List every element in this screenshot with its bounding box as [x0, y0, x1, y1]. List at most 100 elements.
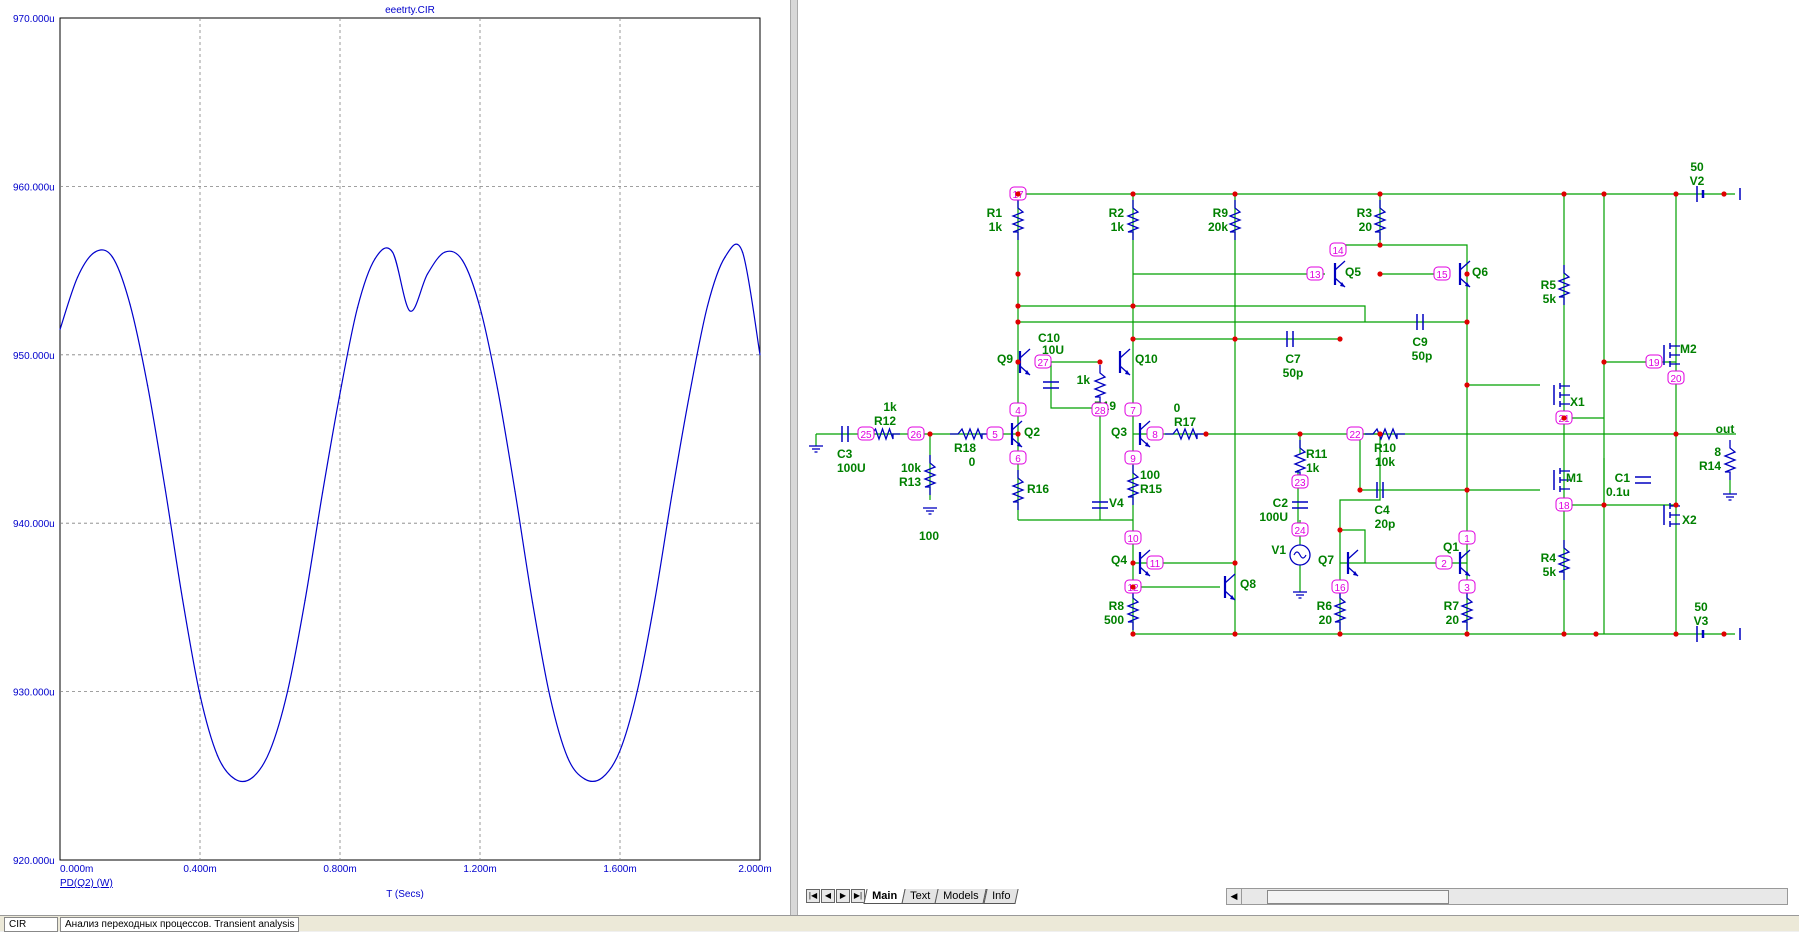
junction-dot — [1337, 631, 1343, 637]
junction-dot — [1337, 336, 1343, 342]
scroll-thumb[interactable] — [1267, 890, 1449, 904]
svg-text:11: 11 — [1150, 559, 1161, 570]
resistor-r17[interactable] — [1165, 427, 1205, 441]
junction-dot — [1561, 631, 1567, 637]
junction-dot — [1015, 431, 1021, 437]
transistor-q7[interactable] — [1346, 549, 1359, 577]
part-label-r18v: 0 — [969, 455, 976, 469]
resistor-r2[interactable] — [1126, 200, 1140, 240]
data-point — [356, 307, 359, 309]
schematic-parts — [809, 186, 1741, 642]
resistor-r14[interactable] — [1723, 440, 1737, 480]
scroll-left-icon[interactable]: ◀ — [1227, 889, 1242, 904]
resistor-r19[interactable] — [1093, 365, 1107, 405]
capacitor-c4[interactable] — [1376, 482, 1384, 498]
capacitor-c2[interactable] — [1292, 501, 1308, 509]
node-9: 9 — [1124, 450, 1142, 465]
junction-dot — [1337, 527, 1343, 533]
transistor-q3[interactable] — [1138, 420, 1151, 448]
junction-dot — [1377, 191, 1383, 197]
junction-dot — [1232, 560, 1238, 566]
junction-dot — [1673, 191, 1679, 197]
battery-v3[interactable] — [1696, 626, 1705, 642]
transistor-q5[interactable] — [1333, 260, 1346, 288]
resistor-r16[interactable] — [1011, 470, 1025, 510]
first-tab-button[interactable]: |◀ — [806, 889, 820, 903]
svg-text:3: 3 — [1464, 583, 1470, 594]
resistor-r9[interactable] — [1228, 200, 1242, 240]
part-label-v4: V4 — [1109, 496, 1124, 510]
part-label-c7: C7 — [1285, 352, 1301, 366]
junction-dot — [1297, 431, 1303, 437]
battery-v2[interactable] — [1696, 186, 1705, 202]
data-point — [706, 305, 709, 307]
mosfet-x1[interactable] — [1553, 383, 1570, 407]
tab-text-label: Text — [910, 889, 931, 902]
transistor-q8[interactable] — [1223, 573, 1236, 601]
node-7: 7 — [1124, 402, 1142, 417]
part-label-q1: Q1 — [1443, 540, 1459, 554]
node-11: 11 — [1146, 555, 1164, 570]
junction-dot — [1097, 359, 1103, 365]
resistor-r4[interactable] — [1557, 540, 1571, 580]
resistor-r11[interactable] — [1293, 440, 1307, 480]
y-tick-label: 960.000u — [13, 182, 55, 193]
prev-tab-button[interactable]: ◀ — [821, 889, 835, 903]
part-label-q7: Q7 — [1318, 553, 1334, 567]
mosfet-m1[interactable] — [1553, 468, 1570, 492]
transistor-q4[interactable] — [1138, 549, 1151, 577]
capacitor-v4[interactable] — [1092, 501, 1108, 509]
tab-info[interactable]: Info — [983, 888, 1019, 904]
resistor-r18[interactable] — [950, 427, 990, 441]
part-label-v2: V2 — [1690, 174, 1705, 188]
part-label-r7: R7 — [1444, 599, 1460, 613]
capacitor-c10[interactable] — [1043, 381, 1059, 389]
transistor-q9[interactable] — [1018, 348, 1031, 376]
horizontal-scrollbar[interactable]: ◀ — [1226, 888, 1788, 905]
resistor-r10[interactable] — [1365, 427, 1405, 441]
capacitor-c3[interactable] — [841, 426, 849, 442]
tab-models[interactable]: Models — [934, 888, 988, 904]
resistor-r8[interactable] — [1126, 590, 1140, 630]
junction-dot — [1721, 191, 1727, 197]
transistor-q10[interactable] — [1118, 348, 1131, 376]
transistor-q2[interactable] — [1010, 420, 1023, 448]
node-4: 4 — [1009, 402, 1027, 417]
node-24: 24 — [1291, 522, 1309, 537]
svg-text:16: 16 — [1334, 583, 1346, 594]
junction-dot — [1561, 191, 1567, 197]
capacitor-c9[interactable] — [1416, 314, 1424, 330]
resistor-r7[interactable] — [1460, 590, 1474, 630]
tab-main-label: Main — [872, 889, 898, 902]
resistor-r13[interactable] — [923, 455, 937, 495]
junction-dot — [1377, 431, 1383, 437]
transistor-q1[interactable] — [1458, 549, 1471, 577]
part-label-r6v: 20 — [1319, 613, 1333, 627]
junction-dot — [1015, 303, 1021, 309]
ground-icon — [1293, 591, 1307, 599]
part-label-c9v: 50p — [1412, 349, 1433, 363]
y-tick-label: 920.000u — [13, 856, 55, 867]
tab-text[interactable]: Text — [901, 888, 939, 904]
svg-text:4: 4 — [1015, 406, 1021, 417]
resistor-r1[interactable] — [1011, 200, 1025, 240]
mosfet-m2[interactable] — [1663, 343, 1680, 367]
series-label[interactable]: PD(Q2) (W) — [60, 878, 113, 889]
tab-main[interactable]: Main — [863, 888, 906, 904]
resistor-r5[interactable] — [1557, 265, 1571, 305]
capacitor-c1[interactable] — [1635, 476, 1651, 484]
capacitor-c7[interactable] — [1286, 331, 1294, 347]
next-tab-button[interactable]: ▶ — [836, 889, 850, 903]
data-point — [479, 307, 481, 309]
part-label-q2: Q2 — [1024, 425, 1040, 439]
resistor-r15[interactable] — [1126, 465, 1140, 505]
resistor-r6[interactable] — [1333, 590, 1347, 630]
ground-icon — [923, 507, 937, 515]
transistor-q6[interactable] — [1458, 260, 1471, 288]
resistor-r3[interactable] — [1373, 200, 1387, 240]
ac-source-v1[interactable] — [1289, 544, 1311, 566]
y-tick-label: 930.000u — [13, 688, 55, 699]
part-label-c4: C4 — [1374, 503, 1390, 517]
pane-splitter[interactable] — [790, 0, 798, 915]
